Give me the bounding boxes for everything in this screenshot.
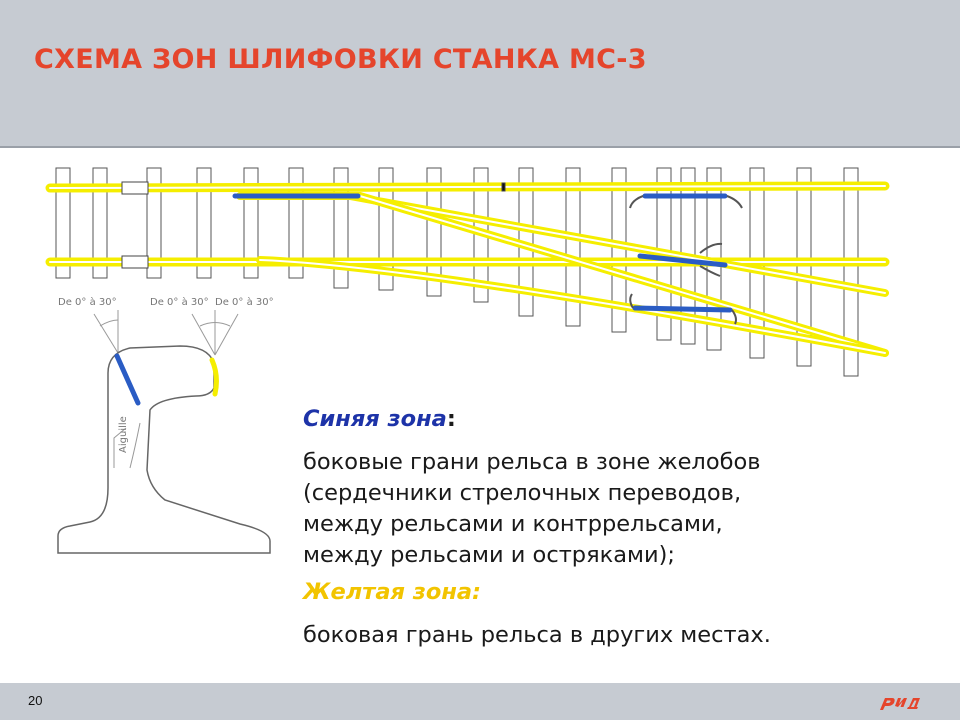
blue-zone-title: Синяя зона bbox=[303, 406, 447, 432]
rail-joints bbox=[121, 181, 506, 269]
blue-zone-heading: Синяя зона: bbox=[303, 404, 923, 435]
page-number: 20 bbox=[28, 693, 43, 708]
angle-label-1: De 0° à 30° bbox=[58, 296, 117, 308]
yellow-zone-line: боковая грань рельса в других местах. bbox=[303, 622, 771, 648]
blue-zone-colon: : bbox=[446, 406, 456, 432]
blue-zone-line-2: (сердечники стрелочных переводов, bbox=[303, 480, 742, 506]
angle-label-2: De 0° à 30° bbox=[150, 296, 209, 308]
angle-labels: De 0° à 30° De 0° à 30° De 0° à 30° bbox=[58, 296, 274, 308]
yellow-zone-colon: : bbox=[472, 579, 482, 605]
page-title: СХЕМА ЗОН ШЛИФОВКИ СТАНКА МС-3 bbox=[34, 44, 647, 75]
blue-zone-line-3: между рельсами и контррельсами, bbox=[303, 511, 723, 537]
yellow-zone-heading: Желтая зона: bbox=[303, 577, 923, 608]
angle-fans bbox=[93, 310, 239, 356]
angle-label-3: De 0° à 30° bbox=[215, 296, 274, 308]
rail-label: Aiguille bbox=[118, 416, 129, 453]
yellow-zone-title: Желтая зона bbox=[303, 579, 473, 605]
legend: Синяя зона: боковые грани рельса в зоне … bbox=[303, 404, 923, 651]
footer-bar: 20 bbox=[0, 683, 960, 720]
rzd-logo-icon bbox=[880, 698, 920, 710]
header-bar: СХЕМА ЗОН ШЛИФОВКИ СТАНКА МС-3 bbox=[0, 0, 960, 148]
blue-zone-line-1: боковые грани рельса в зоне желобов bbox=[303, 449, 761, 475]
guard-rail-ends bbox=[629, 195, 743, 325]
grinding-zones-diagram: De 0° à 30° De 0° à 30° De 0° à 30° Aigu… bbox=[45, 167, 890, 554]
blue-zone-line-4: между рельсами и остряками); bbox=[303, 542, 675, 568]
rail-profile: Aiguille bbox=[57, 345, 271, 554]
sleepers bbox=[55, 167, 859, 377]
blue-zones bbox=[232, 193, 733, 313]
